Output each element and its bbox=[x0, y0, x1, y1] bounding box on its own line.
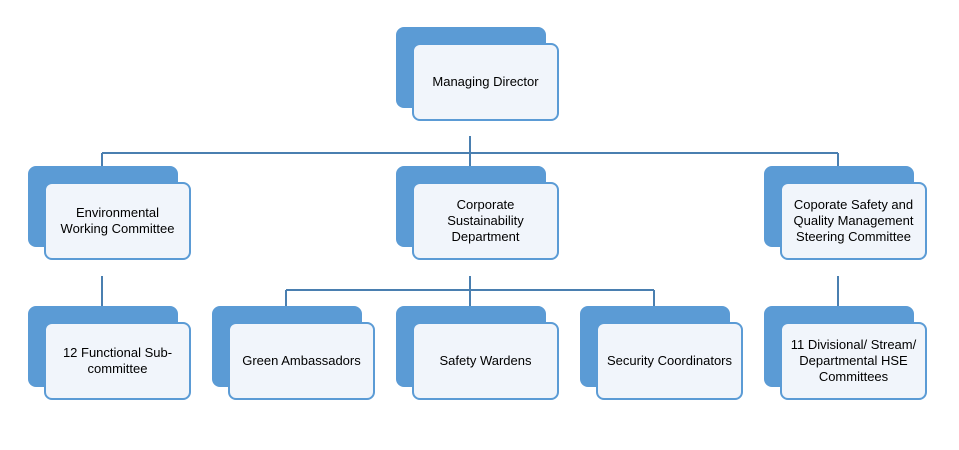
node-label-safety-wardens: Safety Wardens bbox=[439, 353, 532, 368]
node-security-coordinators: Security Coordinators bbox=[580, 306, 747, 404]
node-label-functional-subcommittee: 12 Functional Sub-committee bbox=[62, 345, 173, 376]
node-box: Safety Wardens bbox=[412, 322, 559, 400]
node-sustainability-department: Corporate Sustainability Department bbox=[396, 166, 563, 264]
node-box: Environmental Working Committee bbox=[44, 182, 191, 260]
node-label-sustainability-department: Corporate Sustainability Department bbox=[447, 197, 524, 244]
node-label-safety-quality-committee: Coporate Safety and Quality Management S… bbox=[793, 197, 914, 244]
node-box: Managing Director bbox=[412, 43, 559, 121]
node-label-security-coordinators: Security Coordinators bbox=[607, 353, 732, 368]
node-green-ambassadors: Green Ambassadors bbox=[212, 306, 379, 404]
node-label-green-ambassadors: Green Ambassadors bbox=[242, 353, 361, 368]
node-managing-director: Managing Director bbox=[396, 27, 563, 125]
node-label-divisional-hse-committees: 11 Divisional/ Stream/ Departmental HSE … bbox=[790, 337, 917, 384]
node-divisional-hse-committees: 11 Divisional/ Stream/ Departmental HSE … bbox=[764, 306, 931, 404]
node-box: Coporate Safety and Quality Management S… bbox=[780, 182, 927, 260]
node-label-environmental-committee: Environmental Working Committee bbox=[60, 205, 175, 236]
node-box: 11 Divisional/ Stream/ Departmental HSE … bbox=[780, 322, 927, 400]
node-label-managing-director: Managing Director bbox=[432, 74, 539, 89]
node-safety-quality-committee: Coporate Safety and Quality Management S… bbox=[764, 166, 931, 264]
node-safety-wardens: Safety Wardens bbox=[396, 306, 563, 404]
node-box: 12 Functional Sub-committee bbox=[44, 322, 191, 400]
node-environmental-committee: Environmental Working Committee bbox=[28, 166, 195, 264]
node-box: Green Ambassadors bbox=[228, 322, 375, 400]
node-functional-subcommittee: 12 Functional Sub-committee bbox=[28, 306, 195, 404]
node-box: Corporate Sustainability Department bbox=[412, 182, 559, 260]
node-box: Security Coordinators bbox=[596, 322, 743, 400]
